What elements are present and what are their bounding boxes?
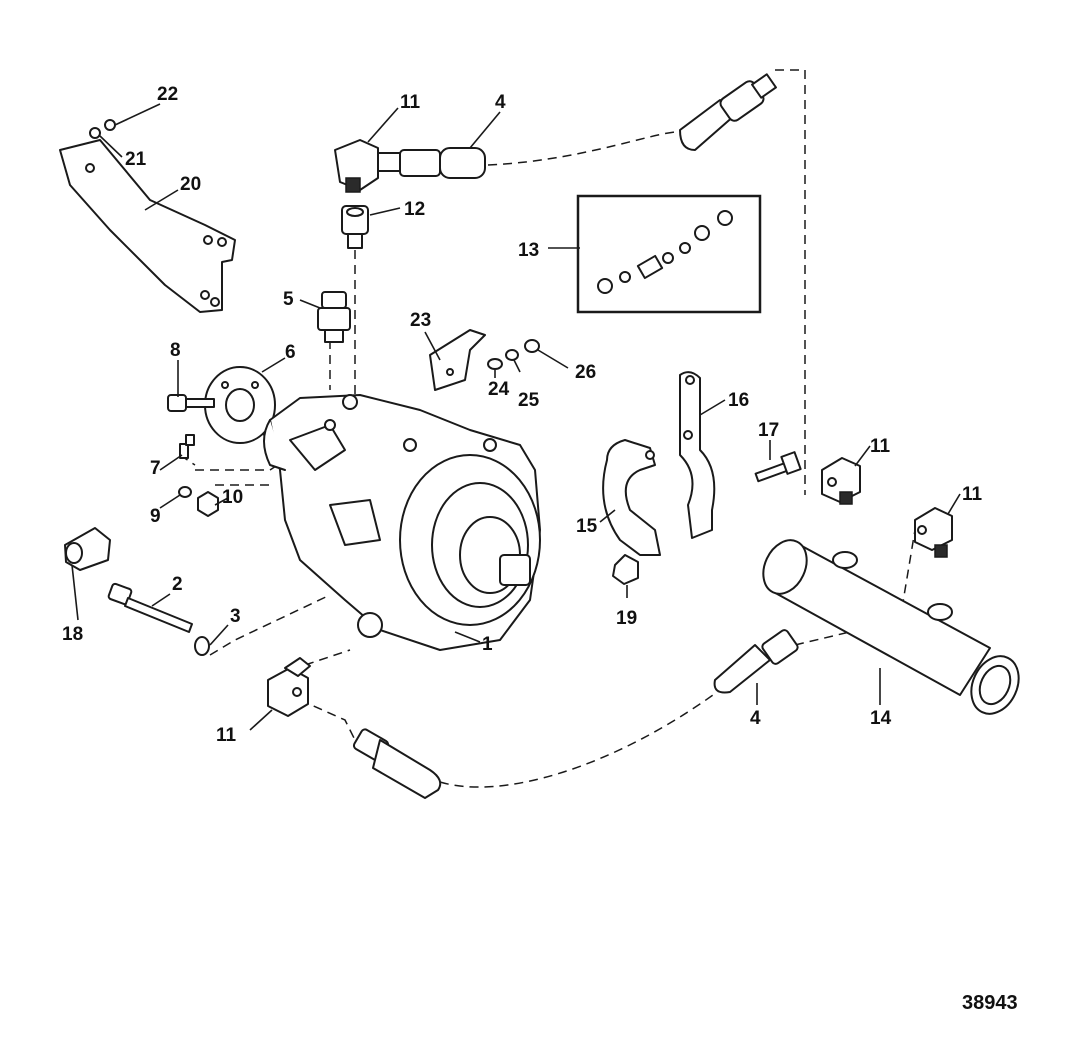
small-screw [179,434,195,459]
callout-19: 19 [616,608,637,629]
callout-numbers: 22 21 20 11 4 12 13 5 6 8 23 24 25 26 16… [62,84,983,746]
callout-23: 23 [410,310,431,331]
callout-5: 5 [283,289,294,310]
callout-7: 7 [150,458,161,479]
callout-1: 1 [482,634,493,655]
callout-12: 12 [404,199,425,220]
adapter-fitting [341,205,369,249]
elbow-fitting-right-lower [914,507,953,558]
callout-4-top: 4 [495,92,506,113]
figure-number: 38943 [962,992,1018,1014]
elbow-fitting-right-upper [821,457,861,505]
clamp-screw [754,451,802,483]
callout-leader-lines [71,103,961,731]
clamp-upper-strap [679,371,716,539]
callout-3: 3 [230,606,241,627]
mounting-bracket [59,139,236,313]
elbow-fitting-top [334,139,486,193]
callout-8: 8 [170,340,181,361]
hose-fitting-bottom-right [713,629,799,694]
clamp-lower-half [602,439,661,556]
callout-11-top: 11 [400,92,421,113]
callout-25: 25 [518,390,540,411]
callout-11-right-lower: 11 [962,484,983,505]
small-bracket [429,329,486,391]
callout-9: 9 [150,506,161,527]
callout-6: 6 [285,342,296,363]
callout-10: 10 [222,487,243,508]
hardware-kit-box [576,194,762,314]
elbow-fitting-bottom [267,657,311,717]
callout-2: 2 [172,574,183,595]
long-bolt [107,582,193,633]
bolt-washer [194,636,210,656]
callout-4-bottom: 4 [750,708,761,729]
callout-22: 22 [157,84,178,105]
callout-21: 21 [125,149,147,170]
bracket-hardware [487,339,540,370]
callout-14: 14 [870,708,892,729]
flange-bolt [167,394,215,412]
callout-11-right-upper: 11 [870,436,891,457]
callout-20: 20 [180,174,201,195]
acorn-nut [612,554,639,585]
washer-nut [178,486,219,517]
heat-exchanger [762,539,1020,715]
temperature-sensor [317,291,351,343]
end-cap [64,527,111,571]
bracket-bolt [89,119,116,139]
hose-fitting-bottom-left [352,728,442,799]
callout-18: 18 [62,624,83,645]
callout-11-bottom: 11 [216,725,237,746]
callout-15: 15 [576,516,598,537]
transmission-housing [263,394,541,651]
callout-26: 26 [575,362,596,383]
callout-17: 17 [758,420,779,441]
hose-fitting-top-right [679,73,777,151]
callout-24: 24 [488,379,510,400]
callout-13: 13 [518,240,539,261]
callout-16: 16 [728,390,749,411]
